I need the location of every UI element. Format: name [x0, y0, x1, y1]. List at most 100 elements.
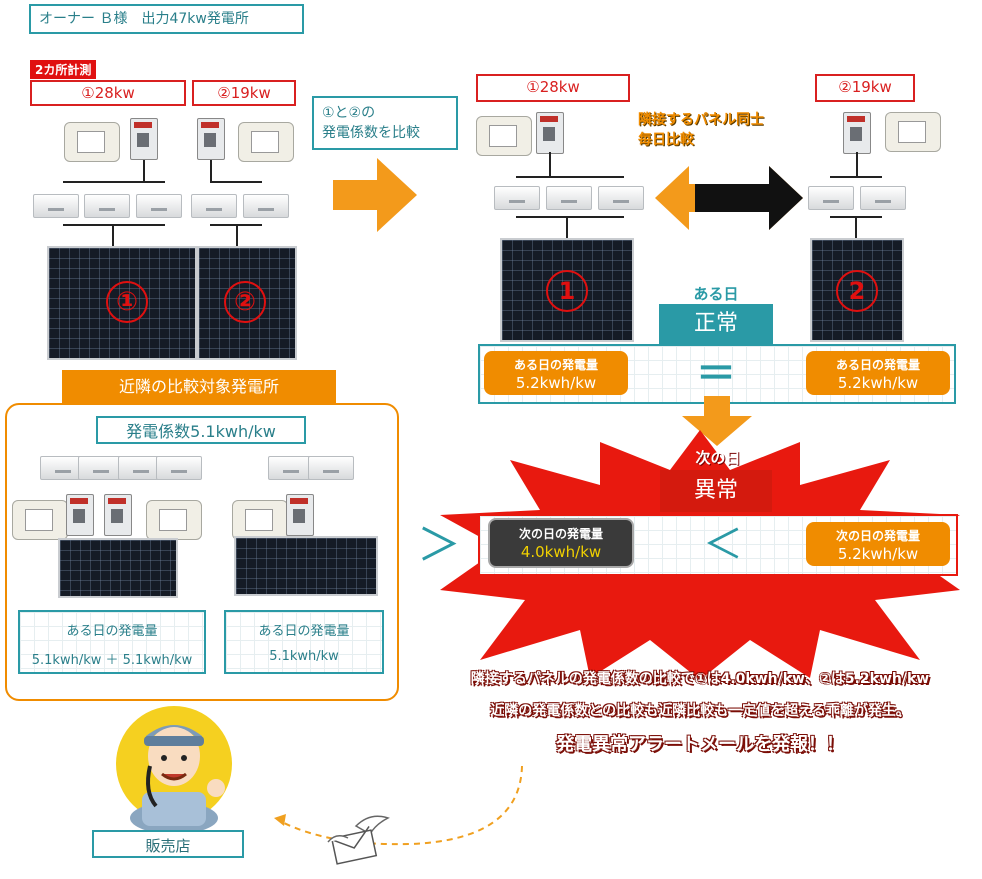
measure-tag: 2カ所計測	[30, 60, 97, 79]
compare-note: ①と②の 発電係数を比較	[312, 96, 458, 150]
inverter-icon	[136, 194, 182, 218]
inverter-icon	[808, 186, 854, 210]
meter-icon	[843, 112, 871, 154]
inverter-icon	[33, 194, 79, 218]
wire	[236, 224, 238, 246]
nearby-solar-panel-1	[58, 538, 178, 598]
wire	[143, 160, 145, 182]
inverter-icon	[78, 456, 124, 480]
wire	[856, 152, 858, 177]
normal-day-label: ある日	[693, 285, 739, 303]
right-label-2: ②19kw	[815, 74, 915, 102]
wire	[63, 181, 165, 183]
wire	[210, 160, 212, 182]
nearby-box-2-title: ある日の発電量	[258, 624, 350, 639]
normal-left-pill-value: 5.2kwh/kw	[515, 374, 597, 392]
left-label-2: ②19kw	[192, 80, 296, 106]
solar-panel-1	[47, 246, 197, 360]
abnormal-left-pill-value: 4.0kwh/kw	[520, 543, 602, 561]
monitor-icon	[12, 500, 68, 540]
nearby-box-1-title: ある日の発電量	[66, 624, 158, 639]
inverter-icon	[494, 186, 540, 210]
inverter-icon	[598, 186, 644, 210]
alert-line2: 近隣の発電係数との比較も近隣比較も一定値を超える乖離が発生。	[490, 703, 910, 719]
alert-line1: 隣接するパネルの発電係数の比較で①は4.0kwh/kw、②は5.2kwh/kw	[470, 671, 930, 687]
wire	[63, 224, 165, 226]
monitor-icon	[238, 122, 294, 162]
right-panel-number-1: 1	[546, 270, 588, 312]
alert-line3: 発電異常アラートメールを発報！！	[556, 734, 844, 755]
abnormal-day-label: 次の日	[695, 449, 741, 467]
wire	[830, 176, 882, 178]
adjacent-line2: 毎日比較	[638, 132, 694, 148]
compare-note-line2: 発電係数を比較	[322, 125, 420, 141]
abnormal-status: 異常	[660, 470, 772, 512]
monitor-icon	[476, 116, 532, 156]
double-arrow	[655, 166, 803, 230]
nearby-coef-label: 発電係数5.1kwh/kw	[96, 416, 306, 444]
dealer-label: 販売店	[92, 830, 244, 858]
left-label-1: ①28kw	[30, 80, 186, 106]
nearby-heading: 近隣の比較対象発電所	[62, 370, 336, 404]
greater-than-sign: ＞	[417, 520, 461, 571]
meter-icon	[536, 112, 564, 154]
abnormal-right-pill-title: 次の日の発電量	[835, 529, 920, 543]
inverter-icon	[156, 456, 202, 480]
solar-panel-right-1	[500, 238, 634, 342]
nearby-box-1-value: 5.1kwh/kw ＋ 5.1kwh/kw	[31, 653, 193, 668]
inverter-icon	[860, 186, 906, 210]
meter-icon	[104, 494, 132, 536]
inverter-icon	[546, 186, 592, 210]
normal-status: 正常	[659, 304, 773, 344]
flying-mail-icon	[327, 815, 390, 865]
monitor-icon	[232, 500, 288, 540]
less-than-sign: ＜	[703, 522, 743, 568]
inverter-icon	[243, 194, 289, 218]
nearby-solar-panel-2	[234, 536, 378, 596]
monitor-icon	[146, 500, 202, 540]
abnormal-left-pill: 次の日の発電量 4.0kwh/kw	[488, 518, 634, 568]
owner-title-box: オーナー Ｂ様 出力47kw発電所	[29, 4, 304, 34]
flow-arrow	[333, 158, 417, 232]
mail-path	[274, 765, 523, 846]
abnormal-left-pill-title: 次の日の発電量	[518, 527, 603, 541]
down-arrow	[682, 396, 752, 446]
wire	[855, 216, 857, 238]
inverter-icon	[84, 194, 130, 218]
meter-icon	[66, 494, 94, 536]
dealer-person-icon	[116, 706, 232, 830]
normal-right-pill-value: 5.2kwh/kw	[837, 374, 919, 392]
wire	[112, 224, 114, 246]
panel-number-2: ②	[224, 281, 266, 323]
normal-right-pill: ある日の発電量 5.2kwh/kw	[806, 351, 950, 395]
meter-icon	[130, 118, 158, 160]
wire	[210, 181, 262, 183]
nearby-frame	[5, 403, 399, 701]
wire	[566, 216, 568, 238]
inverter-icon	[268, 456, 314, 480]
normal-left-pill: ある日の発電量 5.2kwh/kw	[484, 351, 628, 395]
wire	[549, 152, 551, 177]
right-label-1: ①28kw	[476, 74, 630, 102]
wire	[516, 216, 624, 218]
equals-sign: ＝	[696, 351, 736, 397]
owner-title: オーナー Ｂ様 出力47kw発電所	[39, 11, 249, 27]
monitor-icon	[885, 112, 941, 152]
solar-panel-2	[197, 246, 297, 360]
nearby-box-2-value: 5.1kwh/kw	[269, 649, 339, 664]
wire	[516, 176, 624, 178]
abnormal-right-pill-value: 5.2kwh/kw	[837, 545, 919, 563]
adjacent-compare-text: 隣接するパネル同士 毎日比較	[638, 110, 764, 150]
panel-number-1: ①	[106, 281, 148, 323]
right-panel-number-2: 2	[836, 270, 878, 312]
normal-right-pill-title: ある日の発電量	[835, 358, 920, 372]
inverter-icon	[191, 194, 237, 218]
nearby-box-2: ある日の発電量 5.1kwh/kw	[224, 610, 384, 674]
adjacent-line1: 隣接するパネル同士	[638, 112, 764, 128]
compare-note-line1: ①と②の	[322, 105, 376, 121]
nearby-box-1: ある日の発電量 5.1kwh/kw ＋ 5.1kwh/kw	[18, 610, 206, 674]
normal-left-pill-title: ある日の発電量	[513, 358, 598, 372]
meter-icon	[286, 494, 314, 536]
monitor-icon	[64, 122, 120, 162]
